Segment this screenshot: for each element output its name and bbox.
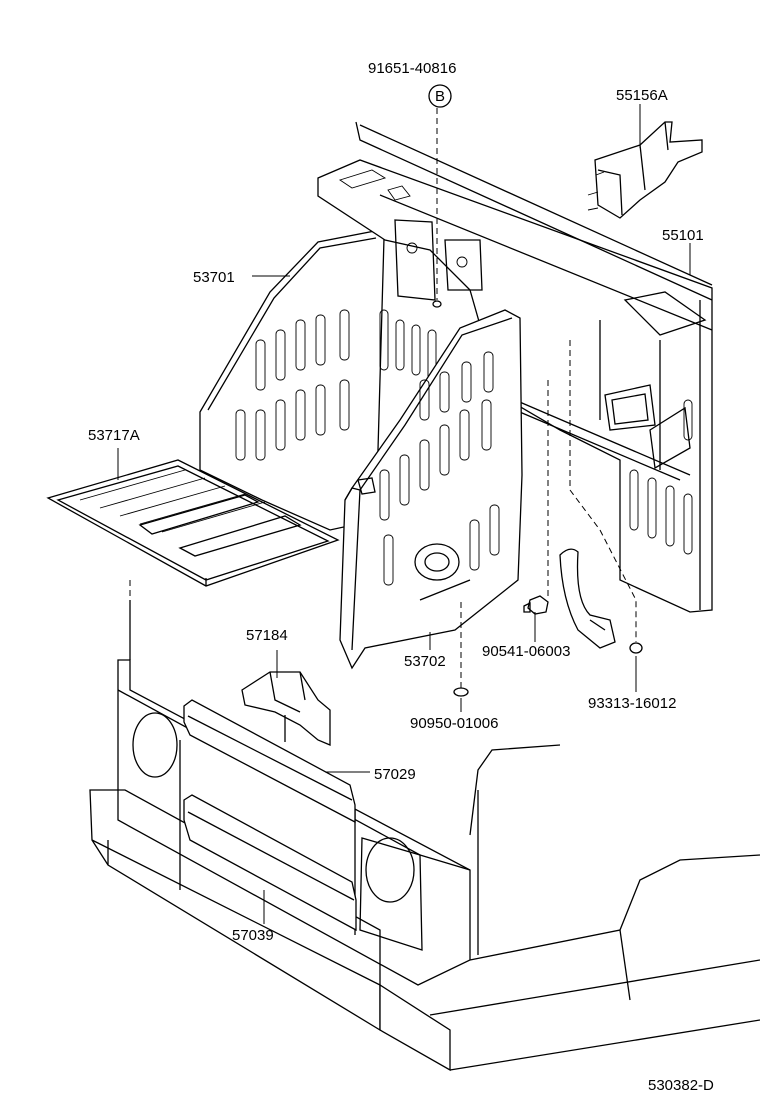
label-57029: 57029 [374, 766, 416, 783]
part-90950-plug[interactable] [453, 687, 469, 697]
vehicle-body [89, 600, 760, 1072]
label-53702: 53702 [404, 653, 446, 670]
label-53717a: 53717A [88, 427, 140, 444]
label-53701: 53701 [193, 269, 235, 286]
label-57184: 57184 [246, 627, 288, 644]
part-labels: 91651-40816 55156A 55101 53701 53717A 57… [88, 60, 714, 1094]
label-55101: 55101 [662, 227, 704, 244]
part-90541-bolt[interactable] [523, 595, 549, 615]
callout-b-marker: B [428, 84, 452, 108]
part-53701-panel[interactable] [199, 229, 385, 531]
part-53702-panel[interactable] [339, 309, 523, 670]
label-91651-40816: 91651-40816 [368, 60, 456, 77]
label-90541-06003: 90541-06003 [482, 643, 570, 660]
part-57039-bar[interactable] [183, 794, 357, 932]
part-57029-bar[interactable] [183, 699, 356, 824]
leader-lines [117, 104, 691, 924]
drawing-number: 530382-D [648, 1077, 714, 1094]
label-55156a: 55156A [616, 87, 668, 104]
part-53717a-tray[interactable] [46, 459, 340, 587]
label-90950-01006: 90950-01006 [410, 715, 498, 732]
label-57039: 57039 [232, 927, 274, 944]
part-55156a-bracket[interactable] [587, 121, 703, 219]
part-93313-strap[interactable] [559, 548, 616, 649]
part-57184-bracket[interactable] [241, 671, 331, 746]
dashed-leaders [129, 108, 637, 688]
callout-b-letter: B [435, 88, 445, 105]
part-93313-plug[interactable] [629, 642, 643, 654]
part-91651-bolt[interactable] [432, 300, 442, 308]
label-93313-16012: 93313-16012 [588, 695, 676, 712]
